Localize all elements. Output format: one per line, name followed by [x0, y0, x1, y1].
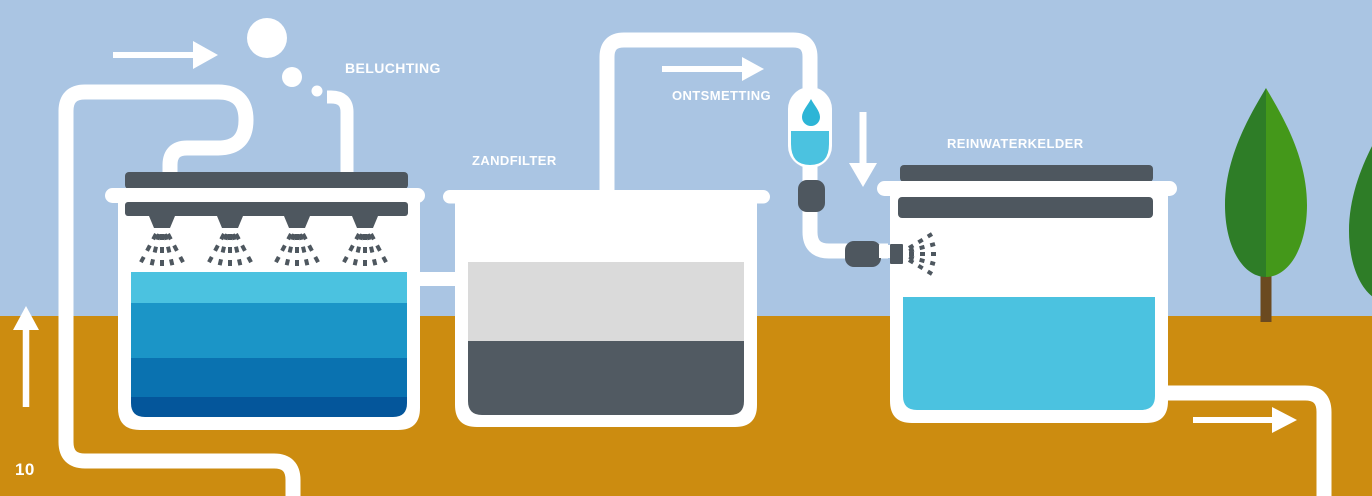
sand-layer: [468, 262, 744, 341]
aeration-water-layers: [131, 272, 407, 417]
dosing-pipe: [802, 163, 888, 259]
outlet-pipe: [1163, 385, 1332, 496]
tree-foliage-light-half: [1266, 88, 1307, 277]
sand-filter-layers: [468, 262, 744, 415]
flow-arrow-right-icon: [1193, 407, 1297, 433]
drip-chamber-liquid: [791, 131, 829, 165]
flow-arrow-down-icon: [849, 112, 877, 187]
nozzle-spray: [907, 232, 937, 276]
sprinkler-nozzle-icon: [284, 216, 310, 228]
flow-arrow-up-icon: [13, 306, 39, 407]
bubble-small: [311, 85, 323, 97]
bubble-medium: [282, 67, 302, 87]
disinfection-unit: [788, 87, 937, 276]
tree-icon: [1349, 146, 1372, 297]
sprinkler-nozzles: [149, 216, 378, 228]
flow-arrow-right-icon: [662, 57, 764, 81]
droplet-icon: [802, 99, 820, 126]
sprinkler-nozzle-icon: [352, 216, 378, 228]
aeration-tank: [105, 172, 425, 430]
label-clean-water-reservoir: REINWATERKELDER: [947, 136, 1084, 151]
inlet-pipe: [58, 84, 301, 496]
air-bubbles-icon: [247, 18, 323, 97]
aeration-sprinkler-bar: [125, 202, 408, 216]
water-layer-4: [131, 397, 407, 417]
page-number: 10: [15, 460, 35, 479]
clean-water: [903, 297, 1155, 410]
dosing-valve: [798, 180, 825, 212]
aeration-tank-rim: [105, 188, 425, 203]
clean-water-tank: [877, 165, 1177, 423]
sand-filter-rim: [443, 190, 770, 204]
sprinkler-spray: [138, 233, 389, 270]
spray-nozzle-icon: [890, 244, 903, 264]
bubble-large: [247, 18, 287, 58]
sprinkler-nozzle-icon: [217, 216, 243, 228]
disinfection-loop-pipe: [599, 32, 818, 197]
tree-foliage-dark-half: [1349, 146, 1372, 297]
aeration-tank-lid: [125, 172, 408, 189]
gravel-layer: [468, 341, 744, 415]
label-disinfection: ONTSMETTING: [672, 88, 772, 103]
tree-icon: [1225, 88, 1307, 322]
label-sand-filter: ZANDFILTER: [472, 153, 557, 168]
sand-filter-tank: [443, 190, 770, 427]
flow-arrow-right-icon: [113, 41, 218, 69]
clean-water-inner-bar: [898, 197, 1153, 218]
tree-foliage-dark-half: [1225, 88, 1266, 277]
water-layer-1: [131, 272, 407, 303]
clean-water-tank-lid: [900, 165, 1153, 182]
sprinkler-nozzle-icon: [149, 216, 175, 228]
aeration-vent-pipe: [327, 90, 354, 182]
clean-water-tank-rim: [877, 181, 1177, 196]
nozzle-stub: [879, 245, 891, 258]
pipe-coupling: [845, 241, 881, 267]
water-layer-2: [131, 303, 407, 358]
tree-trunk: [1260, 265, 1272, 322]
label-aeration: BELUCHTING: [345, 60, 441, 76]
flow-arrows: [13, 41, 1297, 433]
water-layer-3: [131, 358, 407, 397]
